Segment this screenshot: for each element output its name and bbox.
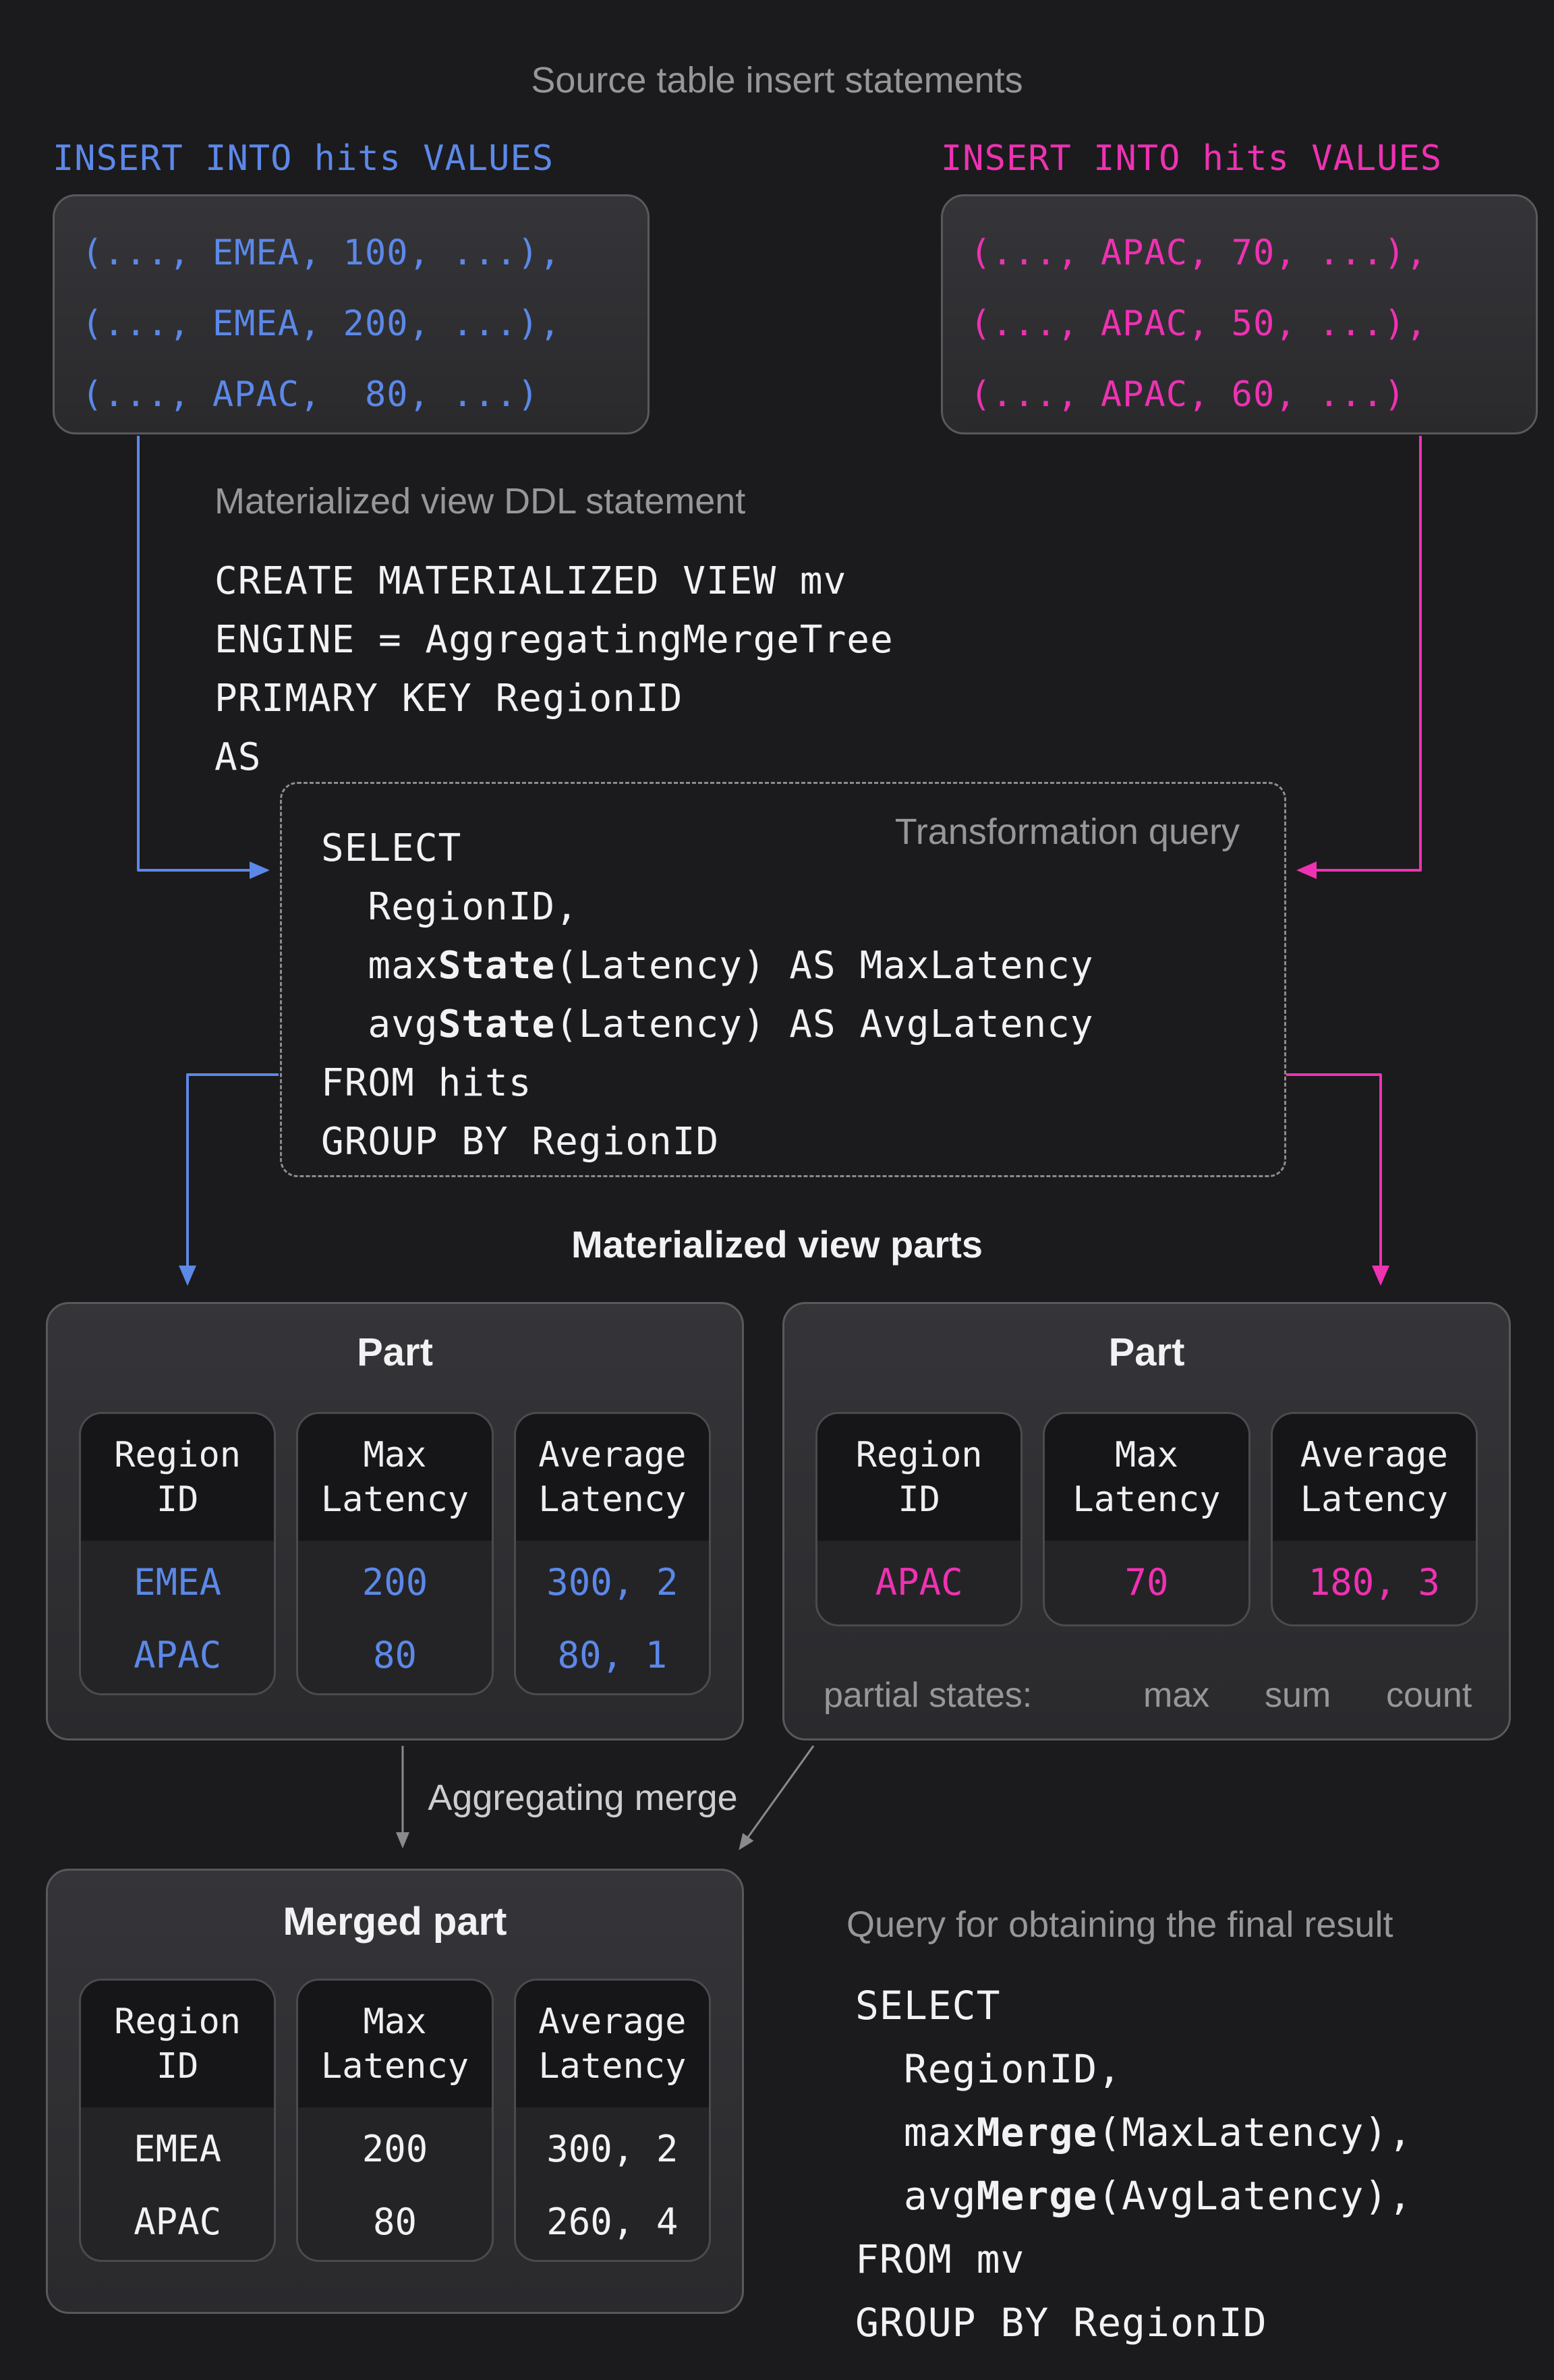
final-query-heading: Query for obtaining the final result xyxy=(846,1904,1393,1945)
query-code-line: RegionID, xyxy=(321,885,579,929)
right-part-panel: Part Region ID APAC Max Latency 70 Avera… xyxy=(782,1302,1511,1740)
right-part-title: Part xyxy=(1108,1330,1185,1374)
column-max-latency: Max Latency 200 80 xyxy=(296,1979,494,2262)
table-cell: 80 xyxy=(372,1634,417,1676)
table-cell: 200 xyxy=(362,2128,428,2170)
insert-line: (..., APAC, 80, ...) xyxy=(82,374,540,415)
left-part-title: Part xyxy=(357,1330,433,1374)
partial-state-sum: sum xyxy=(1265,1676,1331,1715)
final-code-line: FROM mv xyxy=(855,2236,1025,2282)
table-cell: EMEA xyxy=(134,1561,222,1604)
column-max-latency: Max Latency 70 xyxy=(1043,1412,1250,1626)
insert-line: (..., APAC, 50, ...), xyxy=(970,304,1428,344)
left-insert-label: INSERT INTO hits VALUES xyxy=(53,138,554,179)
ddl-code-line: AS xyxy=(214,735,262,779)
ddl-heading: Materialized view DDL statement xyxy=(214,481,746,521)
column-header: Region ID xyxy=(817,1414,1021,1541)
query-code-line: maxState(Latency) AS MaxLatency xyxy=(321,944,1094,988)
partial-states-label: partial states: xyxy=(824,1676,1033,1715)
merged-part-panel: Merged part Region ID EMEA APAC Max Late… xyxy=(46,1869,744,2314)
table-cell: APAC xyxy=(134,2201,222,2243)
column-header: Max Latency xyxy=(298,1414,492,1541)
column-region-id: Region ID EMEA APAC xyxy=(79,1979,277,2262)
aggregating-merge-label: Aggregating merge xyxy=(428,1778,738,1818)
insert-line: (..., EMEA, 100, ...), xyxy=(82,233,561,273)
final-code-line: avgMerge(AvgLatency), xyxy=(855,2173,1413,2219)
table-cell: EMEA xyxy=(134,2128,222,2170)
table-cell: 300, 2 xyxy=(546,2128,679,2170)
table-cell: 80 xyxy=(372,2201,417,2243)
partial-state-max: max xyxy=(1143,1676,1210,1715)
right-part-table: Region ID APAC Max Latency 70 Average La… xyxy=(815,1412,1478,1626)
table-cell: 300, 2 xyxy=(546,1561,679,1604)
insert-line: (..., APAC, 70, ...), xyxy=(970,233,1428,273)
table-cell: APAC xyxy=(134,1634,222,1676)
ddl-code-line: PRIMARY KEY RegionID xyxy=(214,677,683,720)
column-header: Average Latency xyxy=(1272,1414,1476,1541)
table-cell: 200 xyxy=(362,1561,428,1604)
column-average-latency: Average Latency 300, 2 80, 1 xyxy=(513,1412,711,1695)
partial-state-count: count xyxy=(1386,1676,1472,1715)
right-insert-box: (..., APAC, 70, ...), (..., APAC, 50, ..… xyxy=(941,194,1538,434)
final-code-line: GROUP BY RegionID xyxy=(855,2300,1267,2346)
table-cell: 260, 4 xyxy=(546,2201,679,2243)
column-header: Average Latency xyxy=(515,1414,709,1541)
query-code-line: avgState(Latency) AS AvgLatency xyxy=(321,1002,1094,1046)
final-code-line: RegionID, xyxy=(855,2046,1122,2092)
column-average-latency: Average Latency 180, 3 xyxy=(1270,1412,1478,1626)
table-cell: 70 xyxy=(1124,1561,1169,1604)
merged-part-title: Merged part xyxy=(283,1900,507,1944)
final-query-code: SELECT RegionID, maxMerge(MaxLatency), a… xyxy=(855,1974,1412,2354)
final-code-line: maxMerge(MaxLatency), xyxy=(855,2109,1413,2155)
ddl-code-block: CREATE MATERIALIZED VIEW mv ENGINE = Agg… xyxy=(214,552,894,787)
mv-parts-heading: Materialized view parts xyxy=(571,1223,983,1266)
insert-line: (..., EMEA, 200, ...), xyxy=(82,304,561,344)
transformation-query-box: Transformation query SELECT RegionID, ma… xyxy=(280,782,1286,1177)
ddl-code-line: CREATE MATERIALIZED VIEW mv xyxy=(214,559,847,603)
column-header: Region ID xyxy=(81,1981,275,2107)
query-code-line: FROM hits xyxy=(321,1061,532,1105)
table-cell: APAC xyxy=(875,1561,963,1604)
transformation-query-code: SELECT RegionID, maxState(Latency) AS Ma… xyxy=(321,819,1094,1171)
column-region-id: Region ID APAC xyxy=(815,1412,1023,1626)
right-insert-label: INSERT INTO hits VALUES xyxy=(941,138,1443,179)
column-header: Region ID xyxy=(81,1414,275,1541)
column-header: Average Latency xyxy=(515,1981,709,2107)
column-header: Max Latency xyxy=(1045,1414,1248,1541)
left-part-panel: Part Region ID EMEA APAC Max Latency 200… xyxy=(46,1302,744,1740)
left-part-table: Region ID EMEA APAC Max Latency 200 80 A… xyxy=(79,1412,711,1695)
insert-line: (..., APAC, 60, ...) xyxy=(970,374,1406,415)
arrow-right-insert-to-query xyxy=(1296,436,1422,879)
table-cell: 80, 1 xyxy=(557,1634,668,1676)
transformation-query-label: Transformation query xyxy=(894,812,1240,852)
column-average-latency: Average Latency 300, 2 260, 4 xyxy=(513,1979,711,2262)
query-code-line: SELECT xyxy=(321,826,462,870)
column-header: Max Latency xyxy=(298,1981,492,2107)
final-code-line: SELECT xyxy=(855,1983,1001,2029)
ddl-code-line: ENGINE = AggregatingMergeTree xyxy=(214,618,894,662)
column-max-latency: Max Latency 200 80 xyxy=(296,1412,494,1695)
column-region-id: Region ID EMEA APAC xyxy=(79,1412,277,1695)
query-code-line: GROUP BY RegionID xyxy=(321,1120,720,1164)
table-cell: 180, 3 xyxy=(1308,1561,1440,1604)
source-inserts-heading: Source table insert statements xyxy=(531,60,1023,101)
merged-part-table: Region ID EMEA APAC Max Latency 200 80 A… xyxy=(79,1979,711,2262)
left-insert-box: (..., EMEA, 100, ...), (..., EMEA, 200, … xyxy=(53,194,650,434)
